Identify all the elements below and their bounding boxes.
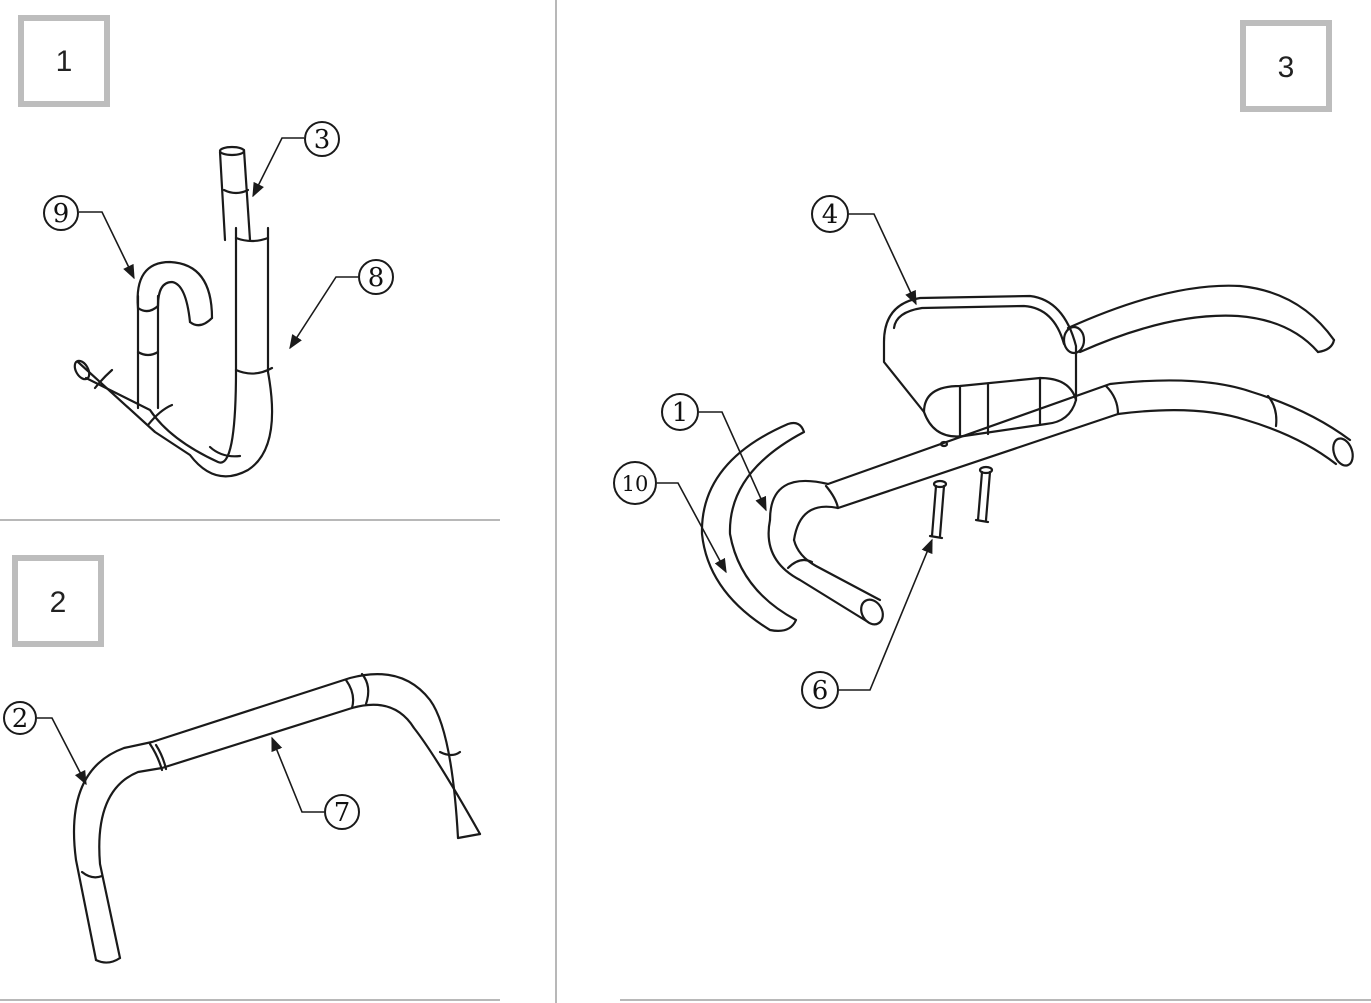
callout-2: 2 [3,701,87,786]
callout-8: 8 [289,259,394,350]
svg-text:9: 9 [53,199,70,229]
callout-9: 9 [43,195,135,280]
front-tube-end [860,598,884,626]
step-1-number: 1 [56,45,73,78]
step-3-number: 3 [1278,51,1295,84]
callout-1: 1 [661,393,767,512]
main-frame-tube [768,379,1352,522]
bolt-left [928,484,946,540]
callout-6: 6 [801,538,933,709]
callout-10: 10 [613,461,727,574]
step-2-callouts: 2 7 [3,701,360,830]
upright-tube [84,226,238,464]
rear-tube-end [1332,437,1354,467]
grip-sleeve [148,678,355,772]
callout-3: 3 [252,121,340,198]
foam-cover [700,421,806,632]
svg-text:2: 2 [12,704,29,734]
svg-text:4: 4 [822,200,839,230]
step-3-frame: 3 [1240,20,1332,112]
step-2-assembly [72,672,482,964]
callout-7: 7 [271,736,360,830]
handle-bar [72,673,460,962]
seat-pad [882,294,1078,438]
top-insert [218,148,252,242]
step-1-assembly [73,145,274,478]
bolt-right [974,470,992,524]
svg-text:3: 3 [314,125,331,155]
back-support-tube [1066,284,1336,342]
svg-text:7: 7 [334,798,351,828]
svg-text:1: 1 [672,398,689,428]
svg-text:10: 10 [622,472,649,496]
tube-end [73,359,91,381]
step-1-callouts: 9 3 8 [43,121,394,350]
step-1-frame: 1 [18,15,110,107]
svg-text:8: 8 [368,263,385,293]
step-3-assembly [700,284,1354,632]
step-3-callouts: 4 1 10 6 [613,195,933,709]
hook-arm [136,294,160,410]
callout-4: 4 [811,195,917,306]
svg-text:6: 6 [812,676,829,706]
step-2-frame: 2 [12,555,104,647]
step-2-number: 2 [50,586,67,619]
